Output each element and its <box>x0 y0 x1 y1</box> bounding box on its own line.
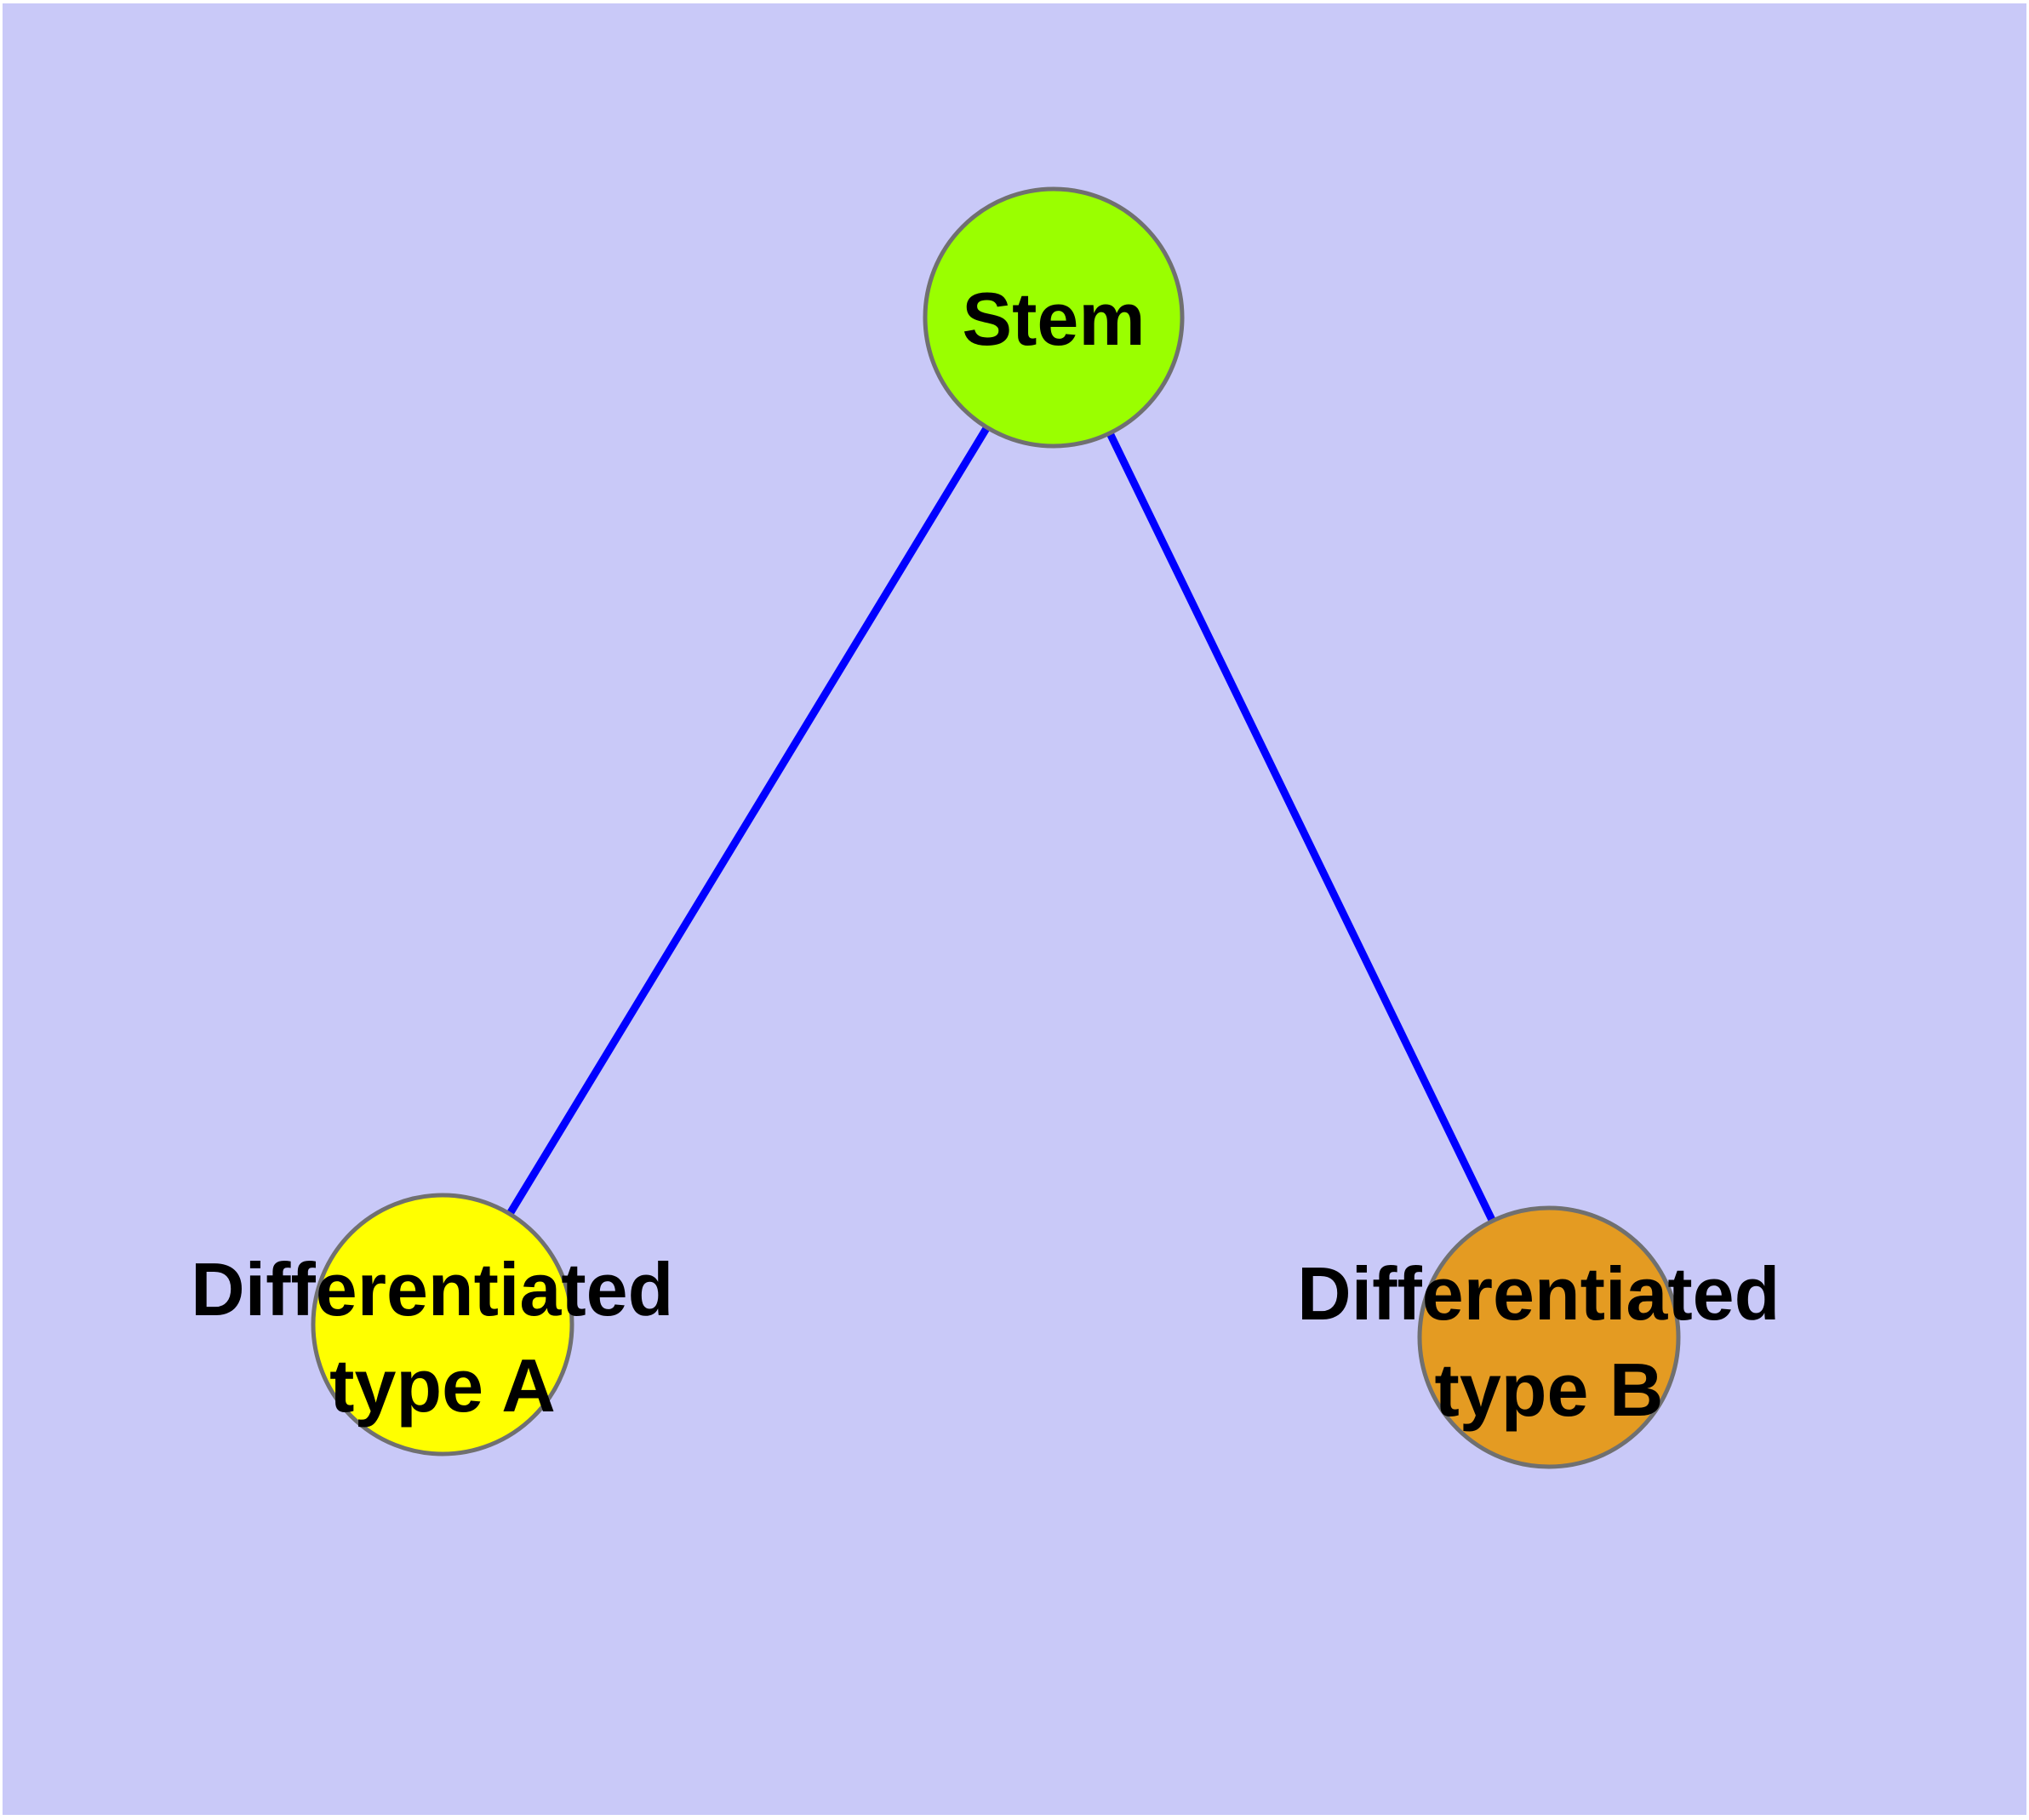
node-type-a-label: Differentiated type A <box>191 1247 694 1428</box>
node-type-a-label-line1: Differentiated <box>191 1247 673 1331</box>
edge-stem-to-type-b <box>1049 316 1553 1339</box>
node-type-a-label-line2: type A <box>329 1343 556 1428</box>
label-layer: Stem Differentiated type A Differentiate… <box>191 277 1801 1432</box>
node-layer <box>311 186 1681 1469</box>
edge-stem-to-type-a <box>439 315 1057 1327</box>
node-stem-circle <box>923 186 1185 449</box>
node-type-b-circle <box>1417 1205 1681 1469</box>
node-stem-label: Stem <box>962 277 1145 361</box>
edge-layer <box>439 315 1553 1339</box>
node-type-b-label-line1: Differentiated <box>1297 1251 1780 1336</box>
node-type-a-circle <box>311 1193 574 1457</box>
node-type-b-label-line2: type B <box>1435 1348 1664 1432</box>
node-type-b-label: Differentiated type B <box>1297 1251 1801 1432</box>
